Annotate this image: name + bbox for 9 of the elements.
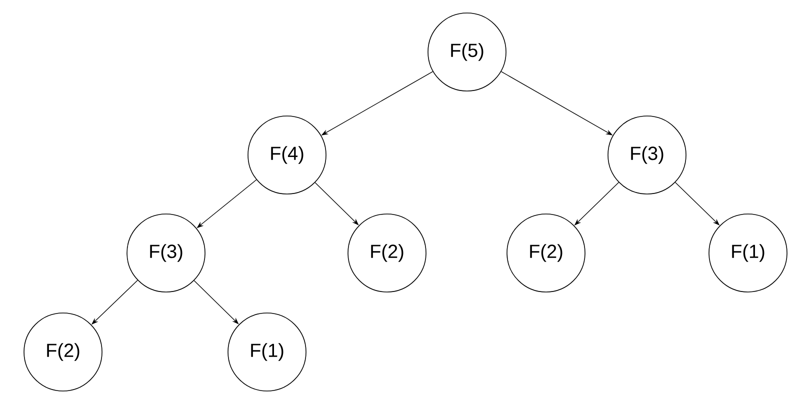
circle-node: F(5)	[428, 12, 506, 92]
circle-node: F(2)	[348, 214, 426, 292]
circle-node: F(4)	[248, 116, 326, 194]
circle-node: F(3)	[126, 214, 206, 292]
circle-node: F(1)	[228, 312, 306, 392]
circle-node: F(2)	[506, 214, 586, 292]
circle-node: F(3)	[608, 116, 686, 194]
circle-node: F(1)	[708, 214, 788, 292]
circle-node: F(2)	[24, 312, 102, 392]
